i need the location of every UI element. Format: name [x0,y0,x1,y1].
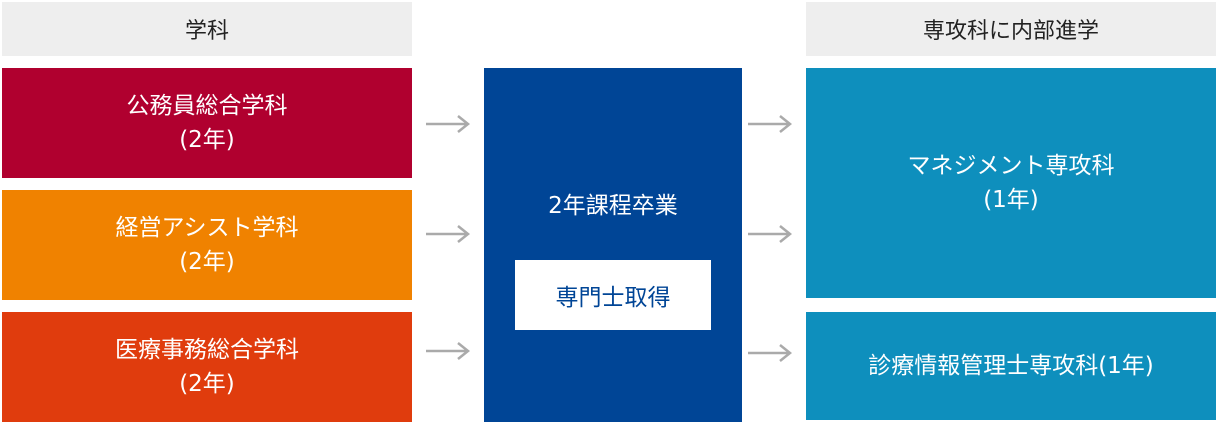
header-departments: 学科 [2,2,412,56]
graduation-box: 2年課程卒業 専門士取得 [484,68,742,422]
arrow-right-icon [424,341,472,361]
department-box-business-assist: 経営アシスト学科 (2年) [2,190,412,300]
department-name: 公務員総合学科 [126,93,288,119]
arrow-right-icon [746,224,794,244]
advanced-box-management: マネジメント専攻科 (1年) [806,68,1216,298]
department-name: 医療事務総合学科 [115,337,299,363]
department-box-medical-office: 医療事務総合学科 (2年) [2,312,412,422]
arrow-right-icon [424,224,472,244]
graduation-title: 2年課程卒業 [548,193,678,219]
advanced-box-medical-records: 診療情報管理士専攻科(1年) [806,312,1216,420]
advanced-course-name: 診療情報管理士専攻科(1年) [868,353,1154,379]
arrow-right-icon [746,114,794,134]
advanced-course-name: マネジメント専攻科 [907,153,1115,179]
department-name: 経営アシスト学科 [115,215,299,241]
department-box-public-service: 公務員総合学科 (2年) [2,68,412,178]
arrow-right-icon [746,343,794,363]
certificate-badge: 専門士取得 [515,260,711,330]
department-years: (2年) [179,127,235,153]
arrow-right-icon [424,114,472,134]
department-years: (2年) [179,249,235,275]
advanced-course-years: (1年) [983,187,1039,213]
department-years: (2年) [179,371,235,397]
header-advanced-course: 専攻科に内部進学 [806,2,1216,56]
